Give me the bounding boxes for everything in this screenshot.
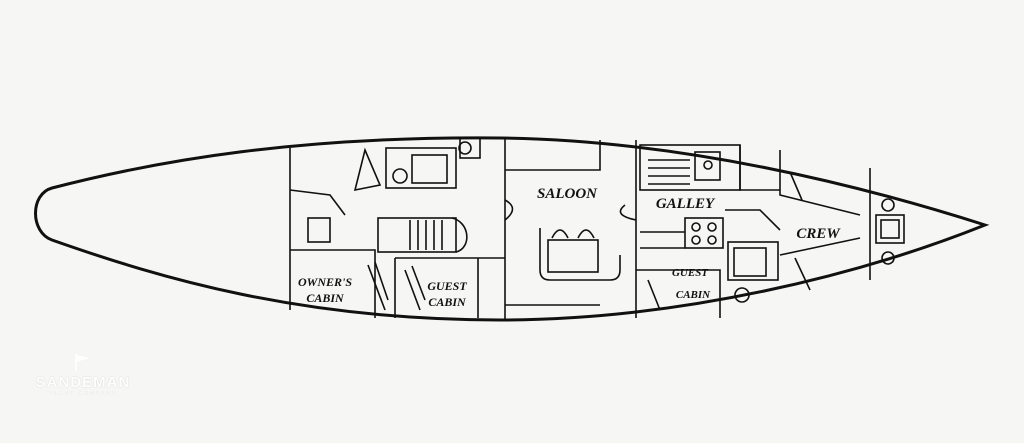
heads-aft (385, 147, 457, 189)
owners-bed-1 (367, 264, 386, 311)
label-guest-cabin-aft-2: CABIN (676, 289, 711, 301)
galley-sink (694, 151, 721, 181)
galley-drain (703, 160, 713, 170)
saloon-u-settee (539, 228, 621, 281)
aft-cabin-wall-bottom (290, 249, 376, 318)
crew-berth-1 (789, 171, 803, 201)
label-saloon: SALOON (537, 186, 598, 202)
guest-cabin-fwd-wall (394, 257, 505, 318)
crew-heads (727, 241, 779, 281)
burner-4 (707, 235, 717, 245)
label-galley: GALLEY (656, 196, 716, 212)
stair-treads (409, 220, 443, 250)
burner-2 (707, 222, 717, 232)
saloon-table (547, 239, 599, 273)
saloon-seat-1 (551, 229, 569, 239)
crew-shower-tray (733, 247, 767, 277)
forepeak-toilet-1 (881, 198, 895, 212)
sink-aft (459, 137, 481, 159)
forepeak-sink (880, 219, 900, 239)
watermark-brand: SANDEMAN (35, 374, 131, 391)
label-crew: CREW (796, 226, 841, 242)
aft-locker (307, 217, 331, 243)
label-guest-cabin-fwd-1: GUEST (427, 279, 467, 293)
label-owners-cabin-1: OWNER'S (298, 275, 352, 289)
saloon-settee-top (505, 140, 601, 171)
sandeman-watermark: SANDEMAN YACHT COMPANY (28, 352, 138, 397)
stair-curve (451, 217, 468, 253)
forepeak-heads (875, 214, 905, 244)
guest-berth-aft (647, 279, 661, 311)
saloon-port-wall (619, 204, 637, 221)
hull-outline (34, 136, 990, 322)
guest-cabin-aft-wall (636, 269, 721, 318)
companionway-stairs (377, 217, 457, 253)
guest-berth-fwd-2 (411, 265, 426, 301)
owners-bed-2 (374, 261, 389, 301)
galley-counter-lines (648, 159, 690, 185)
label-guest-cabin-aft-1: GUEST (672, 267, 709, 279)
flag-logo-icon (75, 354, 90, 371)
saloon-aft-wall (504, 199, 514, 221)
toilet-aft (392, 168, 408, 184)
aft-cabin-wall-top (289, 189, 346, 216)
crew-cabin-top-wall (779, 150, 861, 216)
galley-fwd-wall (739, 145, 780, 191)
burner-3 (691, 235, 701, 245)
crew-heads-wall (725, 209, 781, 231)
forepeak-toilet-2 (881, 251, 895, 265)
owners-berth-mark (353, 147, 382, 192)
label-owners-cabin-2: CABIN (306, 291, 345, 305)
crew-berth-2 (794, 257, 811, 291)
watermark-tagline: YACHT COMPANY (48, 391, 118, 397)
guest-berth-fwd-1 (404, 269, 421, 311)
toilet-guest-aft (734, 287, 750, 303)
shower-tray-aft (411, 154, 448, 184)
burner-1 (691, 222, 701, 232)
galley-worktop (640, 231, 685, 249)
saloon-seat-2 (577, 229, 595, 239)
toilet-aft-2 (458, 141, 472, 155)
crew-cabin-bottom-wall (779, 237, 861, 256)
label-guest-cabin-fwd-2: CABIN (428, 295, 467, 309)
galley-stove (684, 217, 724, 249)
